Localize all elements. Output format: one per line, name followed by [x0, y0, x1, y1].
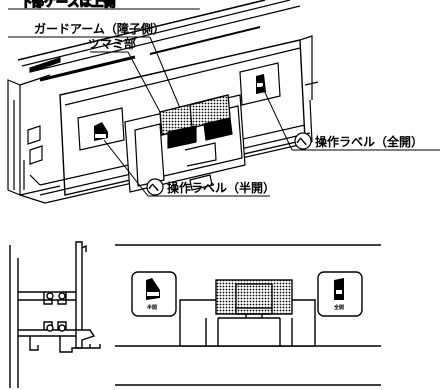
half-caption: 半開: [147, 304, 157, 311]
isometric-view: 下部ケースは上側: [7, 0, 319, 204]
half-open-icon: [94, 122, 108, 141]
full-open-label: 操作ラベル（全開）: [315, 134, 423, 149]
front-full-open-icon: 全開: [333, 278, 344, 311]
top-cut-caption: 下部ケースは上側: [20, 0, 115, 9]
guard-arm-label: ガードアーム（障子側）: [34, 21, 165, 36]
front-view: [115, 244, 381, 386]
knob-label: ツマミ部: [88, 36, 136, 51]
half-open-label: 操作ラベル（半開）: [167, 180, 275, 195]
front-half-open-icon: 半開: [146, 278, 160, 311]
circle-glyph: へ: [296, 135, 307, 148]
svg-text:へ: へ: [148, 181, 159, 194]
full-open-callout: へ 操作ラベル（全開）: [294, 132, 423, 150]
section-profile: [9, 241, 101, 388]
full-caption: 全開: [333, 304, 344, 311]
half-open-callout: へ 操作ラベル（半開）: [146, 178, 275, 196]
